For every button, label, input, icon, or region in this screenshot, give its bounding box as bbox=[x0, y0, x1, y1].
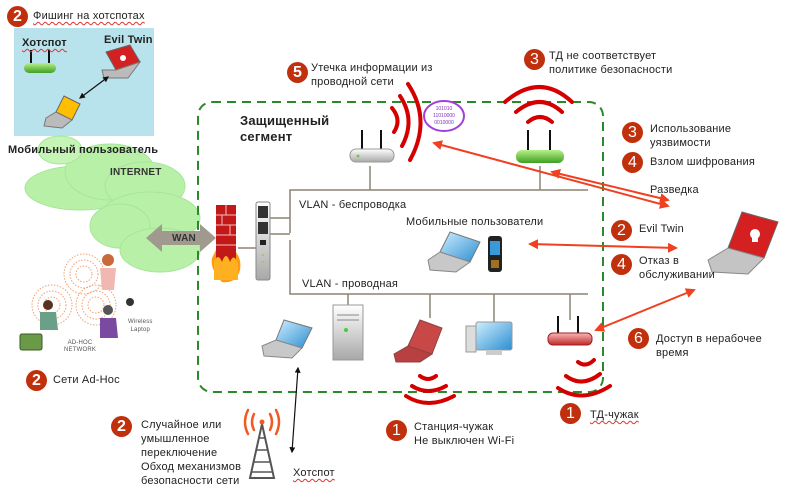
threat-leak-label: Утечка информации из проводной сети bbox=[311, 62, 433, 88]
internet-label: INTERNET bbox=[110, 167, 162, 178]
threat-crack-label: Взлом шифрования bbox=[650, 156, 756, 168]
threat-eviltwin-label: Evil Twin bbox=[639, 223, 684, 235]
threat-dos-label: Отказ в обслуживании bbox=[639, 255, 715, 281]
hotspot-panel-label: Хотспот bbox=[22, 37, 67, 49]
attacker-laptop-icon bbox=[707, 211, 779, 275]
badge-crack: 4 bbox=[622, 152, 643, 173]
badge-leak: 5 bbox=[287, 62, 308, 83]
hotspot-switch-arrow bbox=[289, 366, 301, 454]
rogue-ap-icon bbox=[547, 316, 593, 346]
threat-rogue-ap-label: ТД-чужак bbox=[590, 409, 639, 421]
badge-vuln: 3 bbox=[622, 122, 643, 143]
binary-line-1: 101010 bbox=[436, 106, 453, 112]
hotspot-tower-label: Хотспот bbox=[293, 467, 335, 479]
threat-rogue-station-label: Станция-чужак Не выключен Wi-Fi bbox=[414, 421, 515, 447]
badge-adhoc: 2 bbox=[26, 370, 47, 391]
adhoc-network-illustration bbox=[19, 253, 134, 351]
badge-switching: 2 bbox=[111, 416, 132, 437]
hotspot-tower-icon bbox=[243, 408, 281, 479]
arrow-ap-to-attacker bbox=[550, 169, 670, 203]
wan-arrow bbox=[146, 224, 216, 252]
desktop-pc-icon bbox=[465, 321, 513, 355]
badge-dos: 4 bbox=[611, 254, 632, 275]
adhoc-label: Сети Ad-Hoc bbox=[53, 374, 120, 386]
adhoc-network-label: AD-HOC NETWORK bbox=[64, 340, 97, 353]
vlan-wired-label: VLAN - проводная bbox=[302, 278, 399, 290]
badge-phishing: 2 bbox=[7, 6, 28, 27]
threat-switching-label: Случайное или умышленное переключение Об… bbox=[141, 419, 242, 487]
wireless-laptop-label: Wireless Laptop bbox=[128, 319, 153, 333]
hotspot-router-icon bbox=[24, 50, 56, 73]
mobile-user-laptop-icon bbox=[43, 95, 81, 129]
rogue-station-waves bbox=[404, 374, 456, 405]
mobile-user-label: Мобильный пользователь bbox=[8, 144, 159, 156]
noncompliant-ap-icon bbox=[503, 85, 574, 163]
segment-title: Защищенный сегмент bbox=[240, 113, 330, 144]
threat-arrows bbox=[432, 140, 696, 332]
leak-signal-waves bbox=[390, 82, 423, 162]
badge-rogue-ap: 1 bbox=[560, 403, 581, 424]
vlan-wireless-label: VLAN - беспроводка bbox=[299, 199, 407, 211]
arrow-mobile-to-attacker bbox=[528, 239, 678, 253]
binary-line-3: 0010000 bbox=[434, 120, 454, 126]
arrow-rogue-ap-to-attacker bbox=[594, 288, 696, 332]
evil-twin-panel-label: Evil Twin bbox=[104, 34, 153, 46]
badge-rogue-station: 1 bbox=[386, 420, 407, 441]
server-icon bbox=[332, 304, 364, 361]
mobile-users-label: Мобильные пользователи bbox=[406, 216, 544, 228]
evil-twin-laptop-icon bbox=[101, 44, 142, 79]
mobile-user-laptop-segment-icon bbox=[427, 231, 481, 273]
wan-label: WAN bbox=[172, 233, 196, 244]
phishing-connection-arrow bbox=[79, 76, 109, 99]
threat-policy-label: ТД не соответствует политике безопасност… bbox=[549, 50, 673, 76]
switch-icon bbox=[255, 201, 271, 281]
rogue-station-laptop-icon bbox=[393, 319, 443, 363]
badge-offhours: 6 bbox=[628, 328, 649, 349]
rogue-ap-waves bbox=[556, 358, 612, 398]
badge-eviltwin: 2 bbox=[611, 220, 632, 241]
wired-laptop-icon bbox=[261, 319, 313, 359]
binary-line-2: 11010000 bbox=[433, 113, 455, 119]
phishing-label: Фишинг на хотспотах bbox=[33, 10, 145, 22]
threat-recon-label: Разведка bbox=[650, 184, 699, 196]
badge-policy: 3 bbox=[524, 49, 545, 70]
wireless-ap-icon bbox=[349, 130, 395, 163]
smartphone-icon bbox=[488, 236, 502, 272]
binary-data-icon: 101010 11010000 0010000 bbox=[423, 100, 465, 132]
threat-offhours-label: Доступ в нерабочее время bbox=[656, 333, 762, 359]
firewall-icon bbox=[211, 205, 241, 283]
threat-vuln-label: Использование уязвимости bbox=[650, 123, 732, 149]
